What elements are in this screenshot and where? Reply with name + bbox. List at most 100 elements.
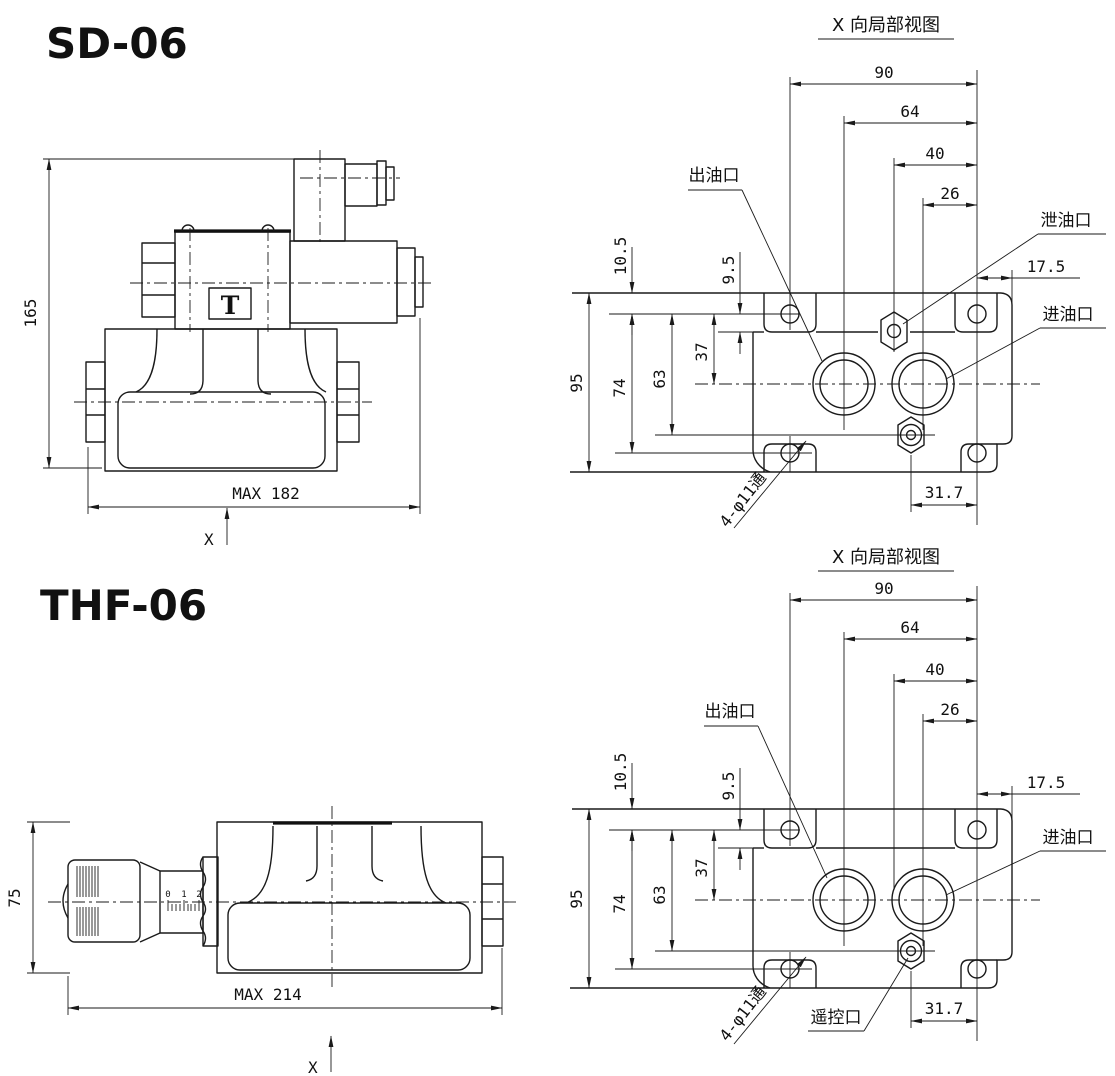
sd06-detail-view: X 向局部视图 <box>567 15 1106 531</box>
thf-valve-body <box>216 821 483 974</box>
brand-logo: T <box>221 291 240 320</box>
lock-nut <box>202 856 219 947</box>
left-port-fitting <box>141 242 176 318</box>
casting-shoulder <box>135 328 158 393</box>
screw-head <box>261 224 275 232</box>
casting-shoulder <box>304 328 327 393</box>
leader-line <box>741 189 823 362</box>
knurling <box>76 866 99 936</box>
dim-74: 74 <box>610 378 629 397</box>
boss-left-edge <box>752 332 771 473</box>
dim-max182: MAX 182 <box>232 484 299 503</box>
dim-95: 95 <box>567 373 586 392</box>
thf06-model-title: THF-06 <box>40 581 207 630</box>
leader-line <box>945 327 1041 380</box>
manual-override-pin <box>414 256 424 308</box>
casting-shoulder <box>420 825 447 904</box>
knob-end-cap <box>62 883 69 919</box>
label-outlet-port: 出油口 <box>689 166 740 186</box>
knob-taper <box>139 861 161 872</box>
spool-housing-contour <box>257 329 272 395</box>
dim-64: 64 <box>900 618 919 637</box>
label-mounting-holes: 4-φ11通 <box>715 468 769 530</box>
dim-90: 90 <box>874 63 893 82</box>
cable-gland <box>376 160 387 206</box>
sd06-side-view: SD-06 165 T <box>21 19 432 549</box>
dim-95: 95 <box>567 889 586 908</box>
dim-75: 75 <box>5 888 24 907</box>
view-axis-letter: X <box>308 1058 318 1076</box>
dim-90: 90 <box>874 579 893 598</box>
dim-17-5: 17.5 <box>1027 257 1066 276</box>
casting-shoulder <box>245 825 274 904</box>
dim-31-7: 31.7 <box>925 483 964 502</box>
dim-26: 26 <box>940 184 959 203</box>
dim-37: 37 <box>692 858 711 877</box>
plate-right-edge <box>987 808 1013 989</box>
leader-line <box>863 957 909 1032</box>
boss-left-edge <box>752 848 771 989</box>
bolt-pocket <box>763 293 817 333</box>
bolt-pocket <box>960 959 997 988</box>
label-drain-port: 泄油口 <box>1041 211 1092 231</box>
thf06-detail-view: X 向局部视图 90 64 <box>567 547 1106 1045</box>
view-axis-letter: X <box>204 530 214 549</box>
dim-40: 40 <box>925 144 944 163</box>
dim-165: 165 <box>21 299 40 328</box>
adjustment-knob <box>67 859 141 943</box>
dim-63: 63 <box>650 885 669 904</box>
dim-31-7: 31.7 <box>925 999 964 1018</box>
scale-number-0: 0 <box>165 890 170 900</box>
dim-37: 37 <box>692 342 711 361</box>
scale-number-2: 2 <box>196 890 201 900</box>
dim-9-5: 9.5 <box>719 256 738 285</box>
bottom-port-hex <box>897 416 925 454</box>
solenoid-tube <box>289 240 398 324</box>
bolt-pocket <box>954 809 998 849</box>
dim-9-5: 9.5 <box>719 772 738 801</box>
nameplate <box>208 287 252 320</box>
label-remote-port: 遥控口 <box>811 1008 862 1028</box>
label-inlet-port: 进油口 <box>1043 305 1094 325</box>
dim-26: 26 <box>940 700 959 719</box>
spool-housing-contour <box>305 826 318 882</box>
side-hex-nut-right <box>336 361 360 443</box>
leader-line <box>945 850 1041 896</box>
main-valve-body <box>104 328 338 472</box>
dim-17-5: 17.5 <box>1027 773 1066 792</box>
bolt-pocket <box>763 809 817 849</box>
label-outlet-port: 出油口 <box>705 702 756 722</box>
detail-view-title: X 向局部视图 <box>832 547 940 568</box>
solenoid-end-cap <box>396 247 416 317</box>
solenoid-connector-body <box>293 158 346 242</box>
scale-number-1: 1 <box>181 890 186 900</box>
dim-64: 64 <box>900 102 919 121</box>
spool-housing-contour <box>371 826 384 882</box>
screw-head <box>181 224 195 232</box>
dim-max214: MAX 214 <box>234 985 301 1004</box>
detail-view-title: X 向局部视图 <box>832 15 940 36</box>
bolt-pocket <box>954 293 998 333</box>
dim-40: 40 <box>925 660 944 679</box>
spool-housing-contour <box>189 329 204 395</box>
knob-taper <box>139 932 161 943</box>
leader-line <box>757 725 828 879</box>
thf06-side-view: THF-06 75 0 1 2 <box>5 581 516 1076</box>
leader-line <box>733 440 807 529</box>
dim-10-5: 10.5 <box>611 753 630 792</box>
solenoid-connector-elbow <box>344 163 378 207</box>
leader-line <box>733 956 807 1045</box>
dim-74: 74 <box>610 894 629 913</box>
dim-10-5: 10.5 <box>611 237 630 276</box>
bolt-pocket <box>960 443 997 472</box>
casting-contour <box>117 391 326 469</box>
sd06-model-title: SD-06 <box>46 19 188 68</box>
end-hex-nut <box>481 856 504 947</box>
dim-63: 63 <box>650 369 669 388</box>
plate-right-edge <box>987 292 1013 473</box>
casting-contour <box>227 902 471 971</box>
cable-gland-end <box>385 166 395 201</box>
remote-port-hex <box>897 932 925 970</box>
